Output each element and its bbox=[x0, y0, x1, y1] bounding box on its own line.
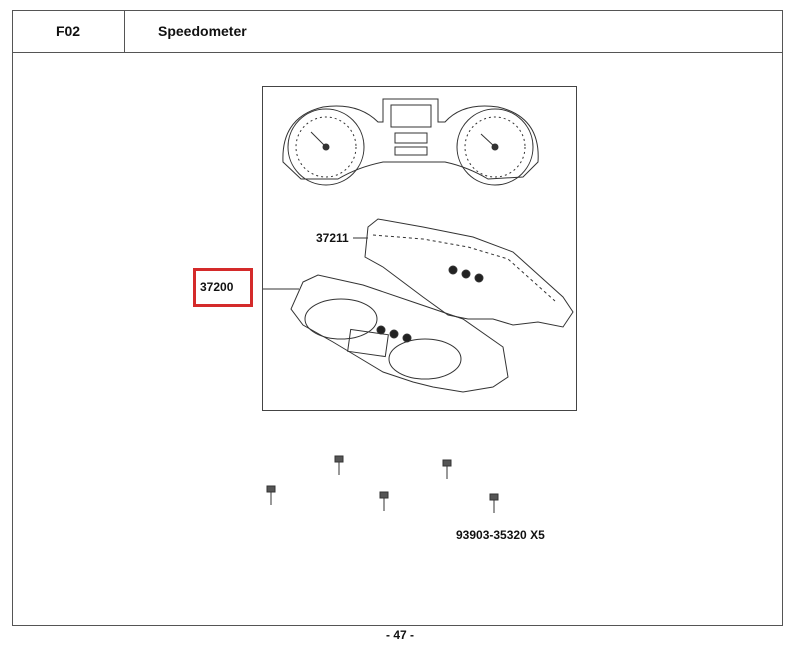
highlight-box bbox=[193, 268, 253, 307]
cover-lens-illustration bbox=[353, 218, 574, 328]
part-number-cover-lens: 37211 bbox=[316, 231, 349, 245]
screw-icon bbox=[379, 491, 389, 511]
section-title: Speedometer bbox=[158, 23, 247, 39]
section-code: F02 bbox=[12, 10, 125, 52]
page-number: - 47 - bbox=[385, 628, 414, 642]
screw-icon bbox=[334, 455, 344, 475]
screw-icon bbox=[442, 459, 452, 479]
catalog-page-frame bbox=[12, 10, 783, 626]
instrument-cluster-drawing bbox=[253, 98, 574, 393]
cluster-housing-illustration bbox=[253, 274, 509, 393]
exploded-view-box bbox=[253, 86, 577, 411]
screw-icon bbox=[266, 485, 276, 505]
dial-face-illustration bbox=[282, 98, 539, 186]
screws-illustration bbox=[266, 455, 499, 513]
screw-icon bbox=[489, 493, 499, 513]
part-number-instrument-cluster: 37200 bbox=[200, 280, 234, 294]
part-number-screws: 93903-35320 X5 bbox=[456, 528, 545, 542]
section-header: F02 Speedometer bbox=[12, 10, 783, 53]
